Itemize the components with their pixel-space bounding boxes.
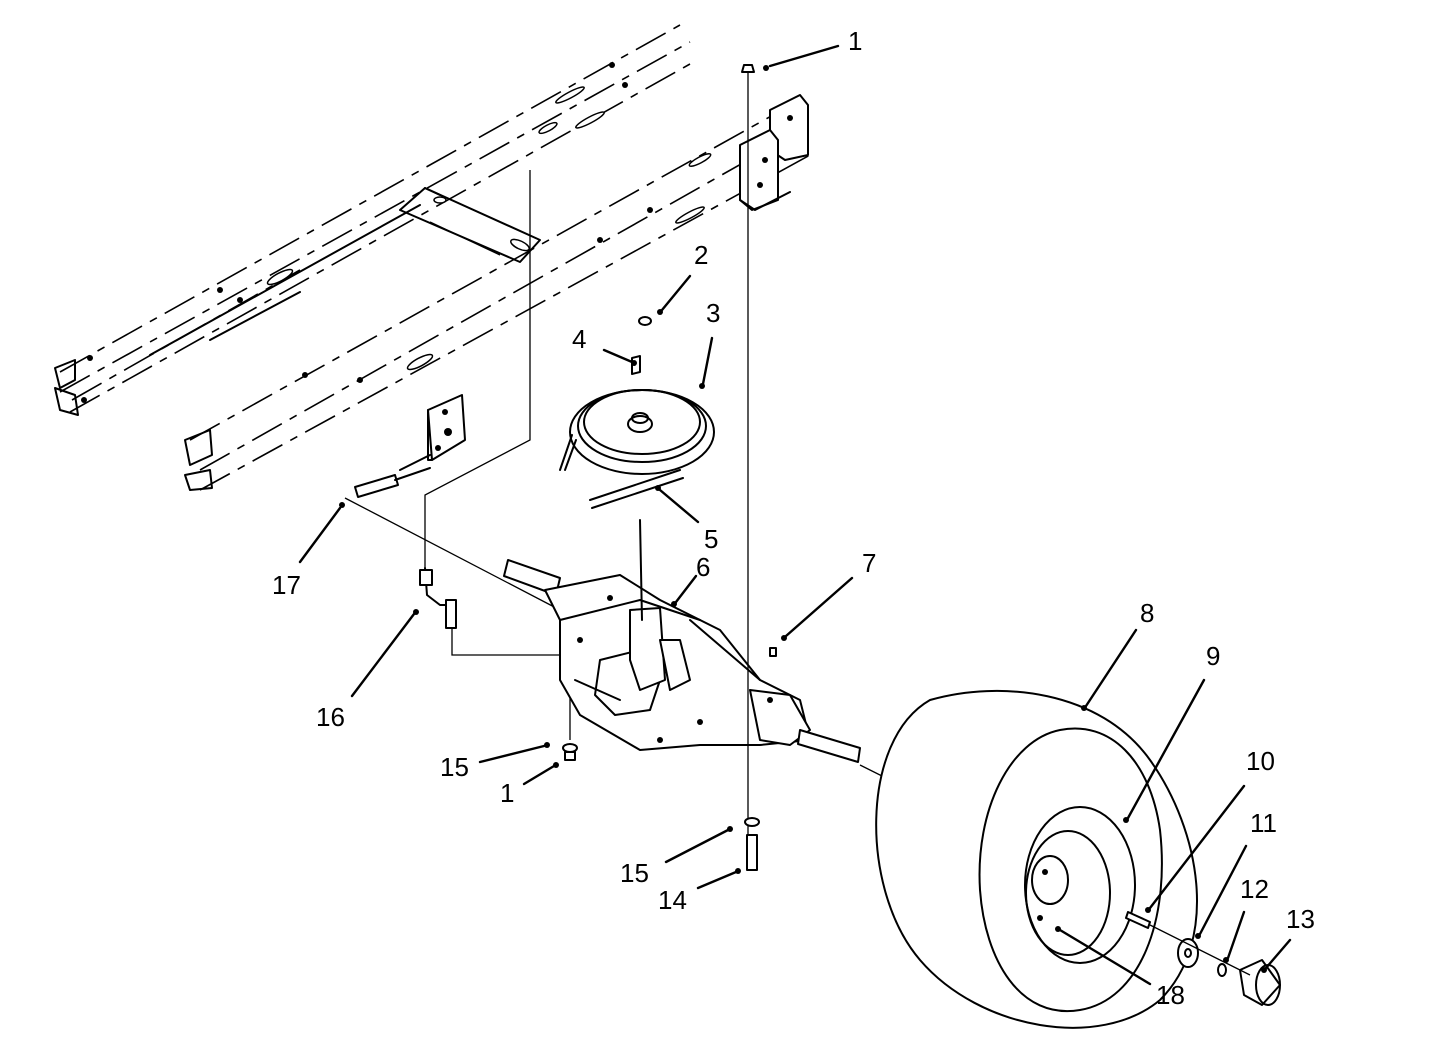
callout-label: 3 — [706, 298, 720, 328]
callout-label: 18 — [1156, 980, 1185, 1010]
callout-label: 1 — [848, 26, 862, 56]
callout-label: 17 — [272, 570, 301, 600]
callout-label: 10 — [1246, 746, 1275, 776]
callout-label: 13 — [1286, 904, 1315, 934]
callout-label: 12 — [1240, 874, 1269, 904]
callout-13: 13 — [1261, 904, 1315, 973]
callout-9: 9 — [1123, 641, 1220, 823]
callout-10: 10 — [1145, 746, 1275, 913]
callout-label: 8 — [1140, 598, 1154, 628]
callout-17: 17 — [272, 502, 345, 600]
callout-label: 15 — [620, 858, 649, 888]
callout-label: 15 — [440, 752, 469, 782]
mounting-bracket — [399, 394, 466, 471]
callout-16: 16 — [316, 609, 419, 732]
pulley — [569, 316, 715, 475]
frame-rail-left — [54, 24, 691, 416]
callout-label: 11 — [1250, 808, 1277, 838]
callout-4: 4 — [572, 324, 637, 366]
callout-14: 14 — [658, 868, 741, 915]
callout-1-top: 1 — [763, 26, 862, 71]
callout-1-lower: 1 — [500, 762, 559, 808]
callout-2: 2 — [657, 240, 708, 315]
callout-label: 9 — [1206, 641, 1220, 671]
callout-6: 6 — [671, 552, 710, 607]
transaxle — [503, 519, 891, 781]
callout-15-upper: 15 — [440, 742, 550, 782]
callout-8: 8 — [1081, 598, 1154, 711]
callout-7: 7 — [781, 548, 876, 641]
callout-label: 16 — [316, 702, 345, 732]
mounting-bolt-assembly — [562, 64, 777, 871]
callout-15-lower: 15 — [620, 826, 733, 888]
callout-11: 11 — [1195, 808, 1277, 939]
callout-3: 3 — [699, 298, 720, 389]
shift-rod — [419, 567, 571, 740]
callout-5: 5 — [655, 485, 718, 554]
frame-rail-right — [184, 94, 811, 491]
callout-label: 5 — [704, 524, 718, 554]
callout-label: 1 — [500, 778, 514, 808]
callout-18: 18 — [1055, 926, 1185, 1010]
frame-crossmember — [399, 187, 541, 263]
callout-label: 7 — [862, 548, 876, 578]
wheel-rim — [1024, 806, 1136, 964]
callout-label: 14 — [658, 885, 687, 915]
callout-label: 4 — [572, 324, 586, 354]
callout-12: 12 — [1223, 874, 1269, 963]
linkage-rod — [344, 170, 561, 611]
callout-label: 2 — [694, 240, 708, 270]
callout-label: 6 — [696, 552, 710, 582]
hub-parts — [1125, 911, 1281, 1006]
drive-belt — [559, 434, 684, 509]
